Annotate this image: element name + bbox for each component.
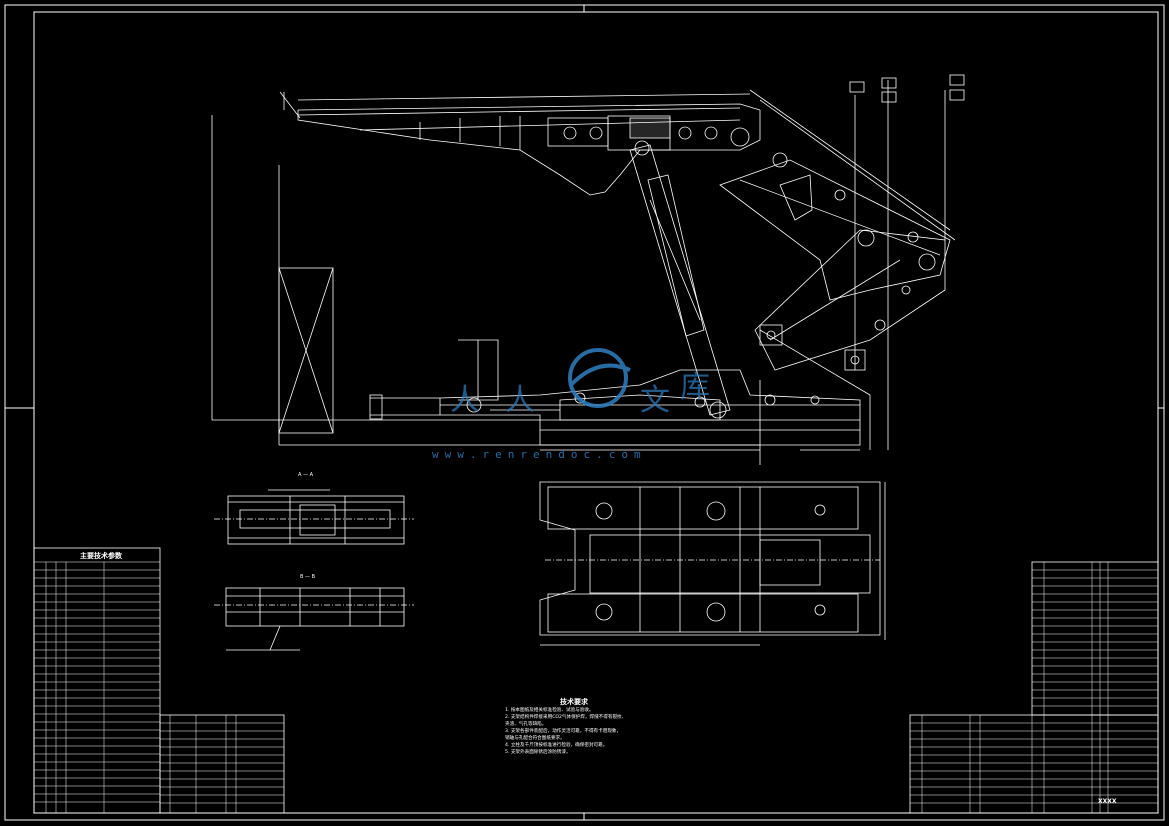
watermark-char: 文 (640, 383, 670, 418)
section-b-view (214, 587, 414, 651)
tech-req-line: 夹渣、气孔等缺陷。 (505, 722, 547, 727)
watermark-char: 库 (680, 370, 710, 405)
plan-view (539, 481, 886, 646)
tech-req-line: 5. 支架外表面除锈后涂防锈漆。 (505, 750, 571, 755)
watermark-char: 人 (450, 383, 480, 418)
watermark-char: 人 (505, 383, 535, 418)
tech-req-line: 4. 立柱及千斤顶按标准进行检验，确保密封可靠。 (505, 743, 608, 748)
tech-req-line: 1. 按本图纸及相关标准检验、试验与验收。 (505, 708, 594, 713)
tech-req-line: 2. 支架结构件焊接采用CO2气体保护焊，焊缝不得有裂纹、 (505, 715, 627, 720)
params-table-title: 主要技术参数 (80, 552, 122, 560)
section-a-view (214, 489, 414, 545)
tech-req-title: 技术要求 (560, 698, 588, 706)
section-b-label: B — B (300, 574, 316, 580)
watermark-logo (568, 348, 631, 408)
watermark-text: www.renrendoc.com (432, 448, 647, 461)
section-a-label: A — A (298, 472, 314, 478)
tech-req-line: 3. 支架各部件装配后，动作灵活可靠，不得有卡阻现象， (505, 729, 622, 734)
title-block-code: XXXX (1098, 798, 1117, 805)
inner-frame (33, 11, 1159, 814)
support-side-view (211, 74, 965, 465)
tech-req-line: 销轴与孔配合符合图纸要求。 (505, 736, 565, 741)
